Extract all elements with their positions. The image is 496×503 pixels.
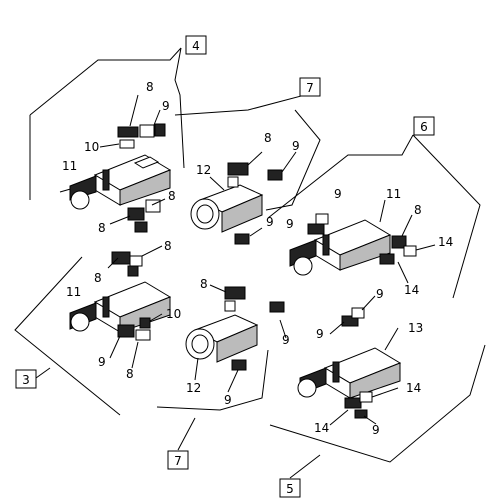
valve-group-4: [59, 154, 172, 210]
group-7-bottom-bound: [156, 349, 269, 411]
callout-8: 8: [98, 221, 106, 235]
fitting-group-4-bottom: [109, 198, 166, 233]
group-7-bottom: 7: [156, 349, 269, 470]
group-4-box[interactable]: [185, 35, 207, 55]
callouts: 8 9 10 11 8 8 8 8 11 10 9 8 8 9 12 9 8 1…: [62, 80, 453, 437]
group-7-bottom-box[interactable]: [167, 450, 189, 470]
callout-9: 9: [162, 99, 170, 113]
callout-13: 13: [408, 321, 423, 335]
group-4-leader-right: [174, 47, 185, 169]
group-6-leader: [267, 134, 414, 219]
callout-8: 8: [126, 367, 134, 381]
callout-9: 9: [316, 327, 324, 341]
group-4-leader-left: [29, 47, 182, 116]
group-3-leader: [35, 367, 51, 379]
valve-group-3: [69, 245, 172, 369]
callout-9: 9: [372, 423, 380, 437]
group-3-box[interactable]: [15, 369, 37, 389]
group-3-label: 3: [22, 373, 30, 387]
group-3: 3: [14, 256, 121, 416]
group-5-bound: [269, 344, 486, 463]
group-6-box[interactable]: [413, 116, 435, 136]
callout-8: 8: [200, 277, 208, 291]
group-7-bottom-leader: [177, 417, 196, 451]
group-4-label: 4: [192, 39, 200, 53]
valve-knob-5: [297, 378, 317, 398]
group-7-top-label: 7: [306, 81, 314, 95]
group-5-leader: [289, 454, 321, 479]
group-6: 6: [267, 116, 481, 299]
callout-10: 10: [84, 140, 99, 154]
callout-14: 14: [438, 235, 453, 249]
callout-9: 9: [98, 355, 106, 369]
valve-knob-6: [293, 256, 313, 276]
valve-knob-4: [70, 190, 90, 210]
callout-8: 8: [264, 131, 272, 145]
callout-11: 11: [62, 159, 77, 173]
callout-12: 12: [196, 163, 211, 177]
group-7-top-leader: [174, 83, 311, 116]
callout-11: 11: [386, 187, 401, 201]
group-3-bound: [14, 256, 121, 416]
group-5: 5: [269, 344, 486, 498]
valve-group-5: [297, 295, 402, 426]
group-5-label: 5: [286, 482, 294, 496]
valve-group-6: [289, 199, 436, 284]
callout-9: 9: [224, 393, 232, 407]
callout-14: 14: [314, 421, 329, 435]
cylinder-group-7-top: [190, 151, 297, 245]
callout-8: 8: [164, 239, 172, 253]
callout-14: 14: [404, 283, 419, 297]
callout-8: 8: [94, 271, 102, 285]
callout-8: 8: [146, 80, 154, 94]
callout-11: 11: [66, 285, 81, 299]
group-7-top-box[interactable]: [299, 77, 321, 97]
callout-8: 8: [168, 189, 176, 203]
callout-9: 9: [292, 139, 300, 153]
callout-9: 9: [282, 333, 290, 347]
group-7-top-bound: [265, 109, 321, 211]
group-7-top: 7: [174, 77, 321, 211]
fitting-group-4-top: [99, 94, 166, 149]
callout-10: 10: [166, 307, 181, 321]
callout-9: 9: [266, 215, 274, 229]
group-6-bound: [412, 134, 481, 299]
callout-9: 9: [376, 287, 384, 301]
callout-14: 14: [406, 381, 421, 395]
callout-8: 8: [414, 203, 422, 217]
cylinder-group-7-bottom: [185, 284, 287, 393]
group-7-bottom-label: 7: [174, 454, 182, 468]
group-5-box[interactable]: [279, 478, 301, 498]
valve-knob-3: [70, 312, 90, 332]
group-4: 4: [29, 35, 207, 200]
callout-9: 9: [334, 187, 342, 201]
callout-12: 12: [186, 381, 201, 395]
callout-9: 9: [286, 217, 294, 231]
group-6-label: 6: [420, 120, 428, 134]
